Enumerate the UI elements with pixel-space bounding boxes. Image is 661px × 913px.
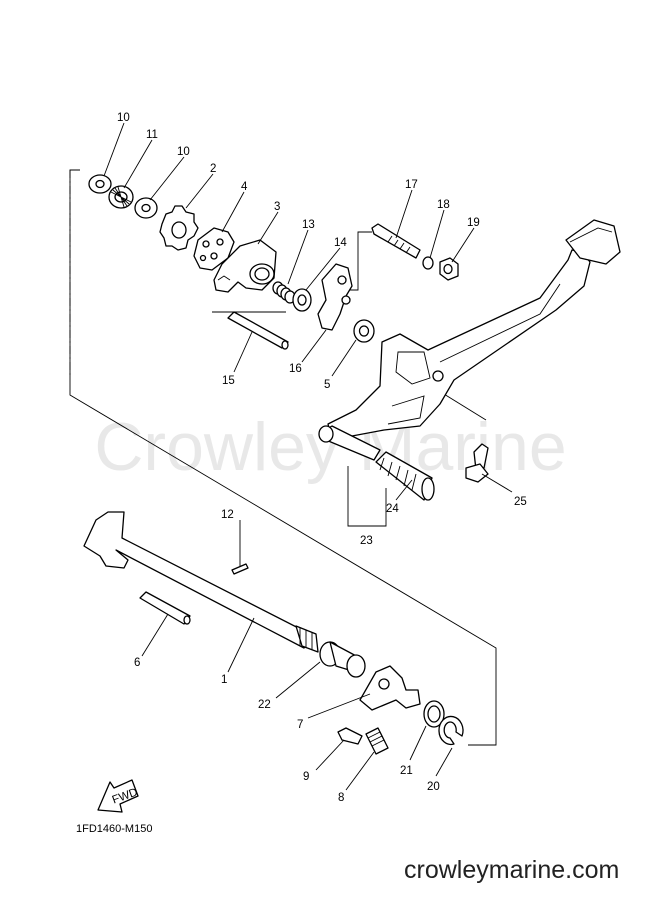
part-11-bearing[interactable]	[108, 185, 134, 209]
callout-4[interactable]: 4	[241, 181, 248, 193]
callout-7[interactable]: 7	[297, 719, 303, 731]
website-link[interactable]: crowleymarine.com	[404, 856, 620, 884]
callout-1[interactable]: 1	[221, 674, 227, 686]
callout-9[interactable]: 9	[303, 771, 309, 783]
callout-15[interactable]: 15	[222, 375, 235, 387]
part-10-washer[interactable]	[88, 174, 112, 194]
callout-14[interactable]: 14	[334, 237, 347, 249]
shift-pedal[interactable]	[327, 219, 621, 437]
part-20-circlip[interactable]	[438, 715, 464, 746]
part-7-arm[interactable]	[359, 665, 421, 711]
part-24-rubber[interactable]	[375, 451, 435, 501]
part-12-pin[interactable]	[231, 563, 249, 575]
watermark: Crowley Marine	[94, 409, 567, 485]
callout-25[interactable]: 25	[514, 496, 527, 508]
callout-2[interactable]: 2	[210, 163, 216, 175]
part-1-shift-shaft[interactable]	[83, 511, 319, 653]
callout-13[interactable]: 13	[302, 219, 315, 231]
callout-12[interactable]: 12	[221, 509, 234, 521]
part-8-spring[interactable]	[365, 727, 389, 755]
part-19-nut[interactable]	[439, 257, 459, 281]
callout-3[interactable]: 3	[274, 201, 280, 213]
callout-10[interactable]: 10	[117, 112, 130, 124]
callout-23[interactable]: 23	[360, 535, 373, 547]
part-21-washer[interactable]	[423, 700, 445, 728]
callout-19[interactable]: 19	[467, 217, 480, 229]
assembly-lines	[69, 169, 497, 746]
part-15-pin[interactable]	[227, 311, 289, 350]
leader-lines	[103, 122, 513, 791]
diagram-code: 1FD1460-M150	[76, 823, 153, 835]
part-3-lever[interactable]	[213, 239, 277, 293]
part-23-pedal-pin[interactable]	[318, 425, 381, 461]
callout-10-second[interactable]: 10	[177, 146, 190, 158]
part-2-gear[interactable]	[159, 205, 199, 251]
callout-20[interactable]: 20	[427, 781, 440, 793]
part-13-spring[interactable]	[272, 281, 296, 304]
part-5-washer[interactable]	[353, 319, 375, 343]
part-6-pin[interactable]	[139, 591, 191, 625]
part-9-bolt[interactable]	[337, 727, 363, 745]
callout-24[interactable]: 24	[386, 503, 399, 515]
callout-11[interactable]: 11	[146, 129, 158, 141]
part-14-washer[interactable]	[292, 288, 312, 312]
fwd-arrow-icon: FWD	[97, 779, 139, 813]
part-18-o-ring[interactable]	[422, 256, 434, 270]
callout-6[interactable]: 6	[134, 657, 140, 669]
part-22-collar[interactable]	[319, 641, 366, 678]
callout-16[interactable]: 16	[289, 363, 302, 375]
part-25-bolt[interactable]	[465, 443, 489, 483]
callout-5[interactable]: 5	[324, 379, 330, 391]
part-10-washer-2[interactable]	[134, 197, 158, 219]
callout-labels: 10 11 10 2 4 3 13 14 17 18 19 15 16 5 25…	[117, 112, 527, 804]
callout-18[interactable]: 18	[437, 199, 450, 211]
part-16-arm[interactable]	[317, 263, 353, 331]
callout-8[interactable]: 8	[338, 792, 344, 804]
callout-21[interactable]: 21	[400, 765, 413, 777]
callout-22[interactable]: 22	[258, 699, 271, 711]
part-17-bolt[interactable]	[371, 223, 421, 259]
callout-17[interactable]: 17	[405, 179, 418, 191]
